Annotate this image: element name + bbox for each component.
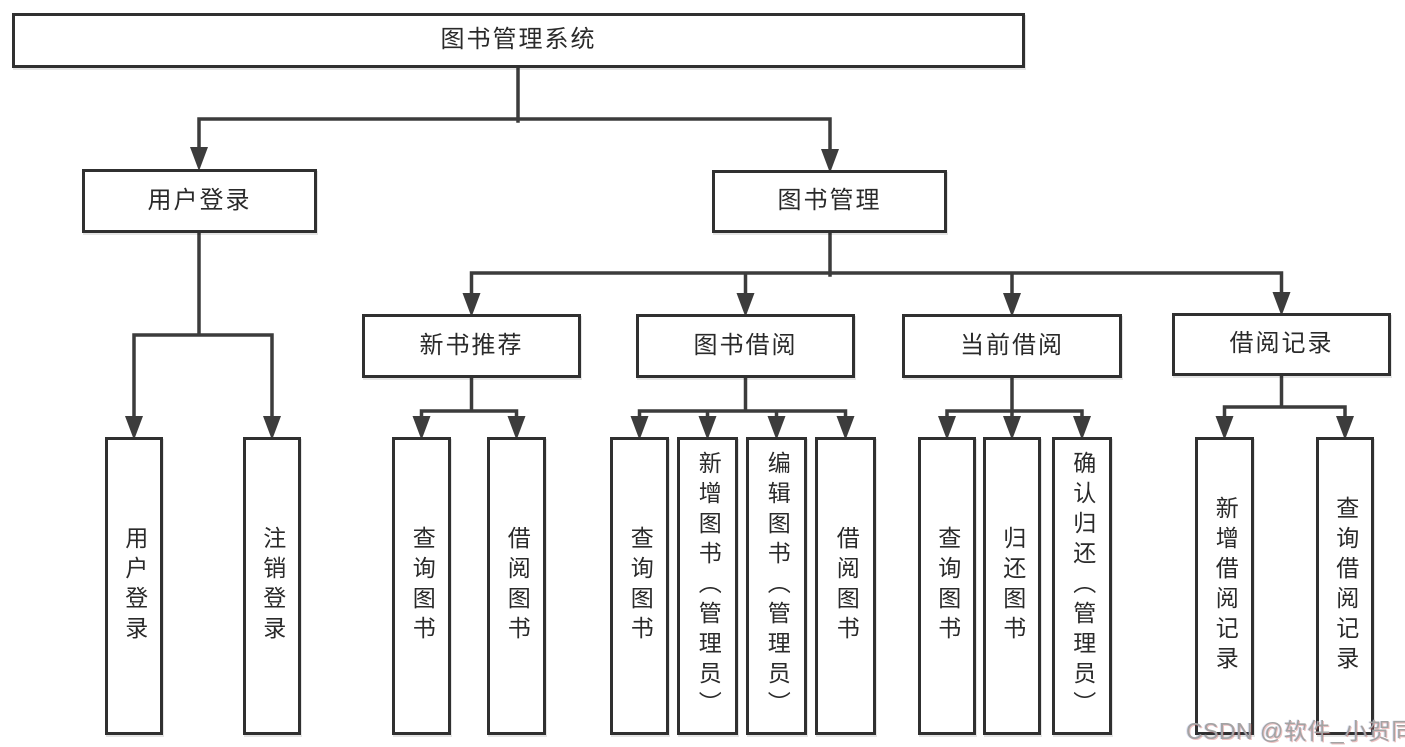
arrowhead-icon [821,149,839,173]
watermark-text: CSDN @软件_小贺同学 [1186,718,1405,744]
arrowhead-icon [1215,416,1234,440]
arrowhead-icon [190,147,208,171]
node-current-borrow: 当前借阅 [902,314,1122,378]
leaf-nb-borrow-books: 借阅图书 [487,437,546,735]
leaf-cb-query-books: 查询图书 [918,437,976,735]
arrowhead-icon [1336,416,1354,440]
leaf-nb-query-books: 查询图书 [392,437,451,735]
arrowhead-icon [630,416,649,440]
arrowhead-icon [1003,293,1021,317]
arrowhead-icon [507,416,526,440]
node-new-book-recommend: 新书推荐 [362,314,581,378]
leaf-user-login: 用户登录 [105,437,163,735]
leaf-bb-add-books-admin: 新增图书（管理员） [677,437,738,735]
leaf-br-query-borrow-record: 查询借阅记录 [1316,437,1374,735]
node-user-login: 用户登录 [82,169,317,233]
arrowhead-group [125,147,1354,440]
leaf-bb-query-books: 查询图书 [610,437,669,735]
arrowhead-icon [1073,416,1091,440]
arrowhead-icon [836,416,855,440]
node-book-mgmt: 图书管理 [712,170,947,233]
node-root: 图书管理系统 [12,13,1025,68]
leaf-cb-return-books: 归还图书 [983,437,1041,735]
leaf-br-add-borrow-record: 新增借阅记录 [1195,437,1254,735]
leaf-bb-borrow-books: 借阅图书 [815,437,876,735]
arrowhead-icon [125,416,143,440]
arrowhead-icon [412,416,431,440]
leaf-logout: 注销登录 [243,437,301,735]
arrowhead-icon [1003,416,1021,440]
leaf-cb-confirm-return-admin: 确认归还（管理员） [1052,437,1112,735]
arrowhead-icon [698,416,717,440]
node-borrow-records: 借阅记录 [1172,313,1391,376]
node-book-borrow: 图书借阅 [636,314,855,378]
arrowhead-icon [767,416,786,440]
connector-lines [132,66,1347,422]
arrowhead-icon [1272,292,1291,316]
arrowhead-icon [736,293,755,317]
arrowhead-icon [938,416,956,440]
leaf-bb-edit-books-admin: 编辑图书（管理员） [746,437,807,735]
arrowhead-icon [462,293,481,317]
arrowhead-icon [263,416,281,440]
